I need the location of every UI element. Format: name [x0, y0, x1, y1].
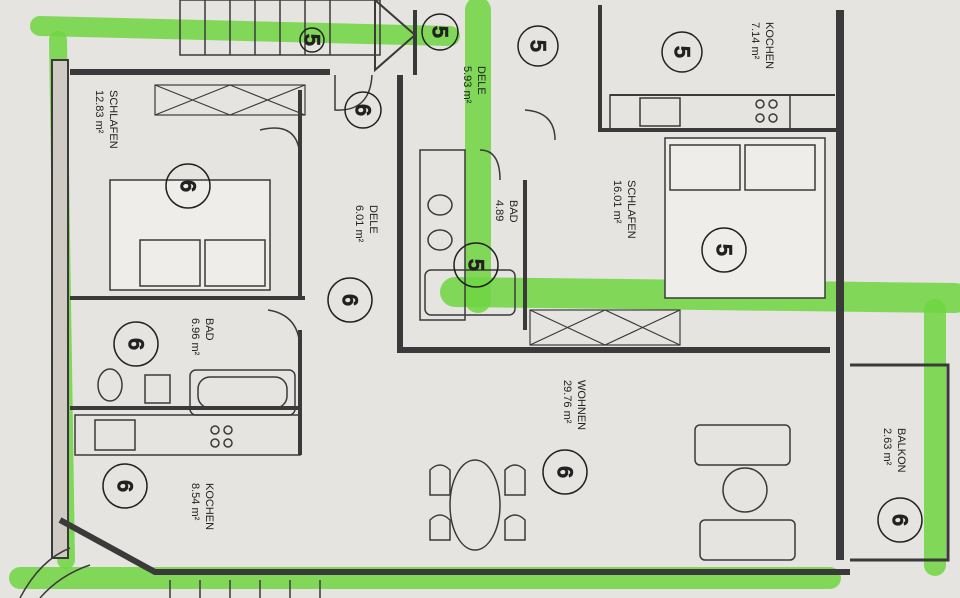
room-area: 6.96 m²	[189, 318, 201, 356]
room-area: 29.76 m²	[561, 380, 573, 424]
doors	[259, 74, 556, 351]
room-name: WOHNEN	[575, 380, 587, 430]
room-area: 2.63 m²	[881, 428, 893, 466]
wall-bad-top-core	[397, 75, 830, 353]
room-area: 16.01 m²	[611, 180, 623, 224]
room-area: 6.01 m²	[353, 205, 365, 243]
wall-balkon	[850, 363, 950, 562]
svg-text:5: 5	[428, 26, 451, 38]
svg-text:6: 6	[351, 104, 374, 116]
svg-text:5: 5	[464, 259, 487, 271]
unit-marker: 5	[701, 227, 747, 273]
room-label-bad-left: BAD 6.96 m²	[189, 318, 215, 356]
svg-text:6: 6	[888, 514, 911, 526]
bed-left	[109, 179, 271, 291]
room-name: BAD	[507, 200, 519, 223]
staircase-top	[179, 0, 417, 73]
unit-marker: 5	[299, 27, 325, 53]
outer-wall-bottom	[58, 517, 850, 575]
room-area: 8.54 m²	[189, 483, 201, 521]
unit-marker: 5	[453, 242, 499, 288]
svg-text:6: 6	[338, 294, 361, 306]
door-schlafen-left	[259, 127, 301, 161]
room-area: 4.89	[493, 200, 505, 221]
room-name: SCHLAFEN	[107, 90, 119, 149]
bath-fixtures-left	[97, 368, 171, 404]
bathtub-left	[189, 369, 296, 416]
kitchen-top-counter	[609, 94, 791, 131]
room-name: BALKON	[895, 428, 907, 473]
room-area: 5.93 m²	[461, 66, 473, 104]
room-label-schlafen-right: SCHLAFEN 16.01 m²	[611, 180, 637, 239]
room-name: DELE	[475, 66, 487, 95]
staircase-bottom	[19, 547, 321, 598]
svg-text:6: 6	[124, 338, 147, 350]
unit-marker: 6	[113, 321, 159, 367]
unit-marker: 5	[661, 31, 703, 73]
unit-marker: 5	[517, 25, 559, 67]
dining-table	[429, 459, 526, 551]
unit-marker: 6	[165, 163, 211, 209]
room-label-bad-top: BAD 4.89	[493, 200, 519, 223]
door-dele-right	[524, 109, 556, 141]
unit-marker: 6	[102, 463, 148, 509]
door-bad-left	[267, 309, 301, 351]
room-name: KOCHEN	[763, 22, 775, 69]
bath-fixtures-top	[419, 149, 516, 321]
svg-text:5: 5	[526, 40, 549, 52]
unit-markers: 5 5 5 5 6 6 6 6 6 6 5 5 6	[102, 13, 923, 543]
room-label-balkon: BALKON 2.63 m²	[881, 428, 907, 473]
room-label-schlafen-left: SCHLAFEN 12.83 m²	[93, 90, 119, 149]
room-name: KOCHEN	[203, 483, 215, 530]
door-dele-top	[334, 74, 373, 111]
room-name: SCHLAFEN	[625, 180, 637, 239]
unit-marker: 6	[344, 91, 382, 129]
outer-wall-left	[51, 59, 69, 559]
svg-text:6: 6	[553, 466, 576, 478]
svg-text:6: 6	[176, 180, 199, 192]
room-label-dele-left: DELE 6.01 m²	[353, 205, 379, 243]
wardrobes	[154, 84, 681, 346]
unit-marker: 6	[542, 449, 588, 495]
room-label-dele-top: DELE 5.93 m²	[461, 66, 487, 104]
bed-right	[664, 137, 826, 299]
room-label-wohnen: WOHNEN 29.76 m²	[561, 380, 587, 430]
room-area: 12.83 m²	[93, 90, 105, 134]
svg-text:5: 5	[300, 34, 323, 46]
room-area: 7.14 m²	[749, 22, 761, 60]
svg-text:5: 5	[712, 244, 735, 256]
svg-text:6: 6	[113, 480, 136, 492]
unit-marker: 6	[327, 277, 373, 323]
room-name: BAD	[203, 318, 215, 341]
room-label-kochen-left: KOCHEN 8.54 m²	[189, 483, 215, 530]
svg-text:5: 5	[670, 46, 693, 58]
sofa-group	[694, 424, 796, 561]
unit-marker: 6	[877, 497, 923, 543]
unit-marker: 5	[421, 13, 459, 51]
room-name: DELE	[367, 205, 379, 234]
kitchen-left-counter	[74, 414, 301, 456]
door-bad-top	[479, 149, 501, 181]
highlight-top-band	[30, 16, 460, 46]
room-label-kochen-top: KOCHEN 7.14 m²	[749, 22, 775, 69]
